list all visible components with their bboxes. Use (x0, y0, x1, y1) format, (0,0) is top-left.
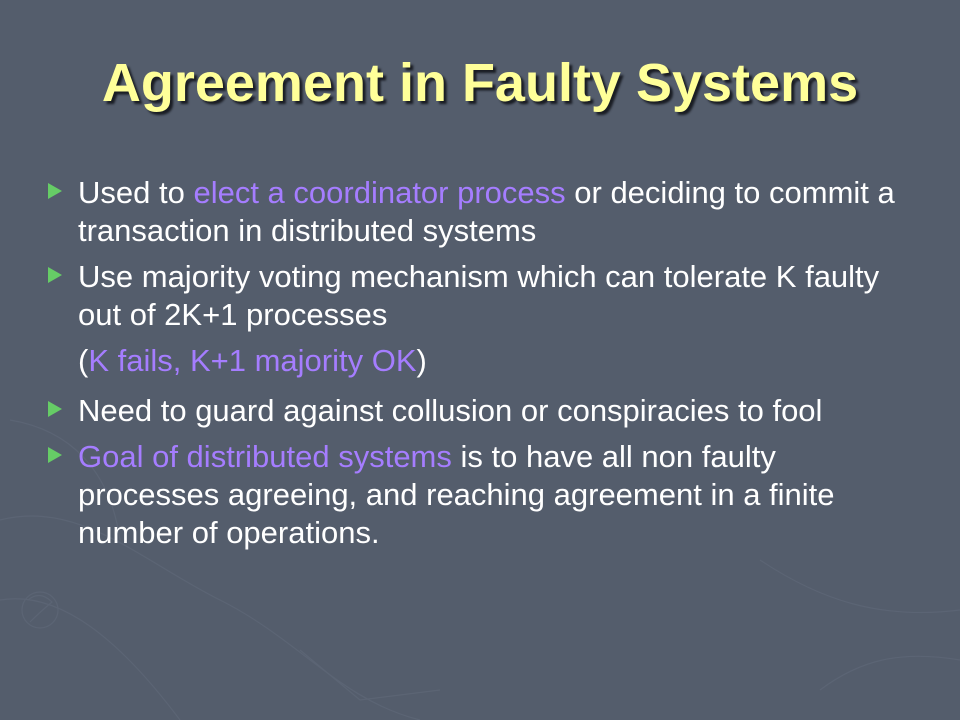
bullet-text: Used to (78, 175, 194, 210)
highlight-text: elect a coordinator process (193, 175, 566, 210)
right-triangle-icon (48, 401, 62, 417)
paren-close: ) (416, 343, 427, 378)
right-triangle-icon (48, 447, 62, 463)
right-triangle-icon (48, 183, 62, 199)
bullet-item: Use majority voting mechanism which can … (44, 258, 924, 334)
bullet-item: Used to elect a coordinator process or d… (44, 174, 924, 250)
bullet-list: Used to elect a coordinator process or d… (44, 174, 924, 560)
highlight-text: Goal of distributed systems (78, 439, 452, 474)
bullet-text: Need to guard against collusion or consp… (78, 393, 823, 428)
bullet-item: Goal of distributed systems is to have a… (44, 438, 924, 552)
slide-title: Agreement in Faulty Systems (101, 53, 859, 113)
paren-open: ( (78, 343, 89, 378)
highlight-text: K fails, K+1 majority OK (88, 343, 417, 378)
bullet-item: Need to guard against collusion or consp… (44, 392, 924, 430)
sub-note: (K fails, K+1 majority OK) (44, 342, 924, 380)
bullet-text: Use majority voting mechanism which can … (78, 259, 880, 332)
right-triangle-icon (48, 267, 62, 283)
bullet-text: or deciding to commit a transaction in d… (78, 175, 895, 248)
bullet-text: is to have all non faulty processes agre… (78, 439, 835, 550)
